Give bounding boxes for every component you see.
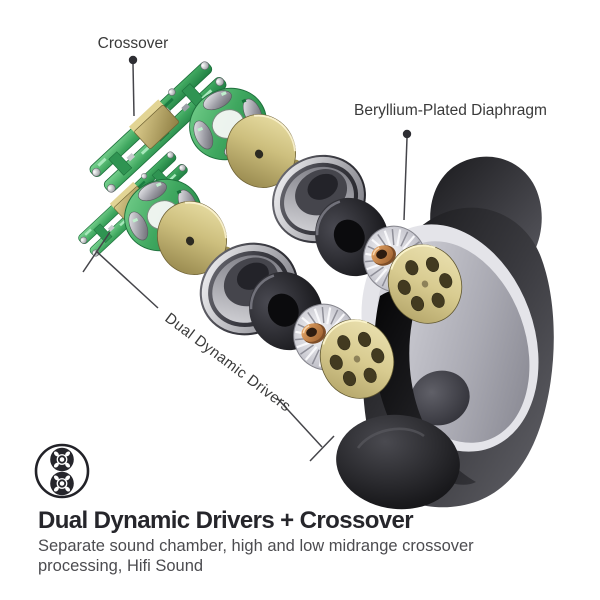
drivers-bracket-cap-end	[309, 435, 335, 462]
diaphragm-leader-line	[403, 137, 408, 221]
drivers-bracket-line-a	[95, 250, 159, 309]
feature-heading: Dual Dynamic Drivers + Crossover	[38, 507, 414, 534]
beryllium-diaphragm-label: Beryllium-Plated Diaphragm	[354, 102, 547, 119]
drivers-bracket-line-b	[276, 397, 323, 448]
crossover-leader-line	[132, 63, 135, 117]
driver-glyph-bottom	[49, 470, 75, 497]
crossover-leader-dot	[128, 55, 138, 65]
dual-driver-icon	[34, 443, 90, 499]
leader-lines	[82, 63, 408, 462]
ear-tip-rim	[356, 427, 425, 449]
chamber-recess-bottom	[410, 370, 470, 426]
crossover-label: Crossover	[98, 35, 169, 52]
feature-description: Separate sound chamber, high and low mid…	[38, 537, 474, 575]
driver-glyph-top	[49, 446, 75, 473]
diaphragm-leader-dot	[402, 129, 412, 139]
